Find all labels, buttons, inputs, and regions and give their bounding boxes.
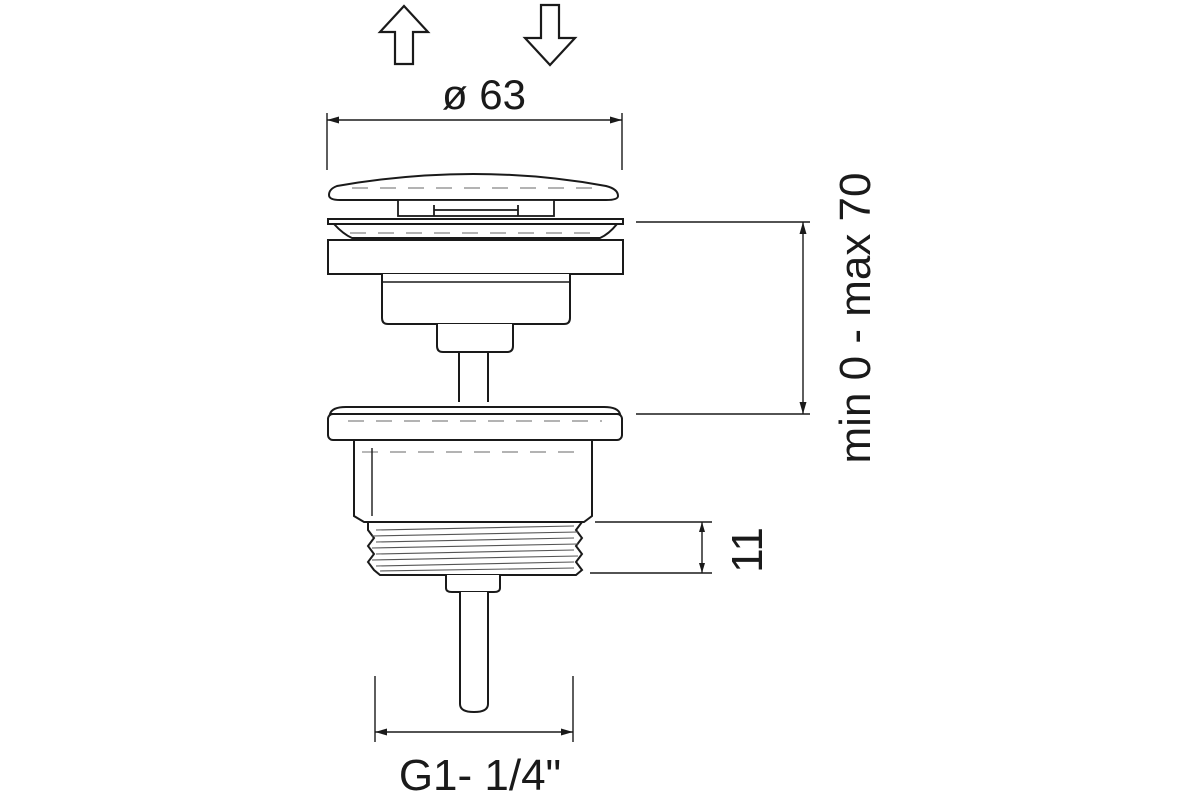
diameter-label: ø 63 xyxy=(442,71,526,118)
lower-body xyxy=(353,439,593,523)
bottom-rod xyxy=(445,575,501,714)
arrow-up-icon xyxy=(377,4,431,66)
thread xyxy=(366,521,584,576)
arrow-down-icon xyxy=(522,3,578,67)
lower-flange xyxy=(327,406,623,441)
travel-dimension xyxy=(636,221,810,415)
thread-length-label: 11 xyxy=(723,527,772,573)
thread-dimension xyxy=(590,521,712,574)
cap-stem xyxy=(397,199,555,217)
travel-label: min 0 - max 70 xyxy=(831,173,880,464)
diameter-dimension xyxy=(326,113,623,170)
thread-size-label: G1- 1/4" xyxy=(399,751,561,800)
flange xyxy=(327,218,624,275)
cap xyxy=(327,173,620,201)
upper-body xyxy=(381,274,571,402)
thread-size-dimension xyxy=(374,676,574,742)
